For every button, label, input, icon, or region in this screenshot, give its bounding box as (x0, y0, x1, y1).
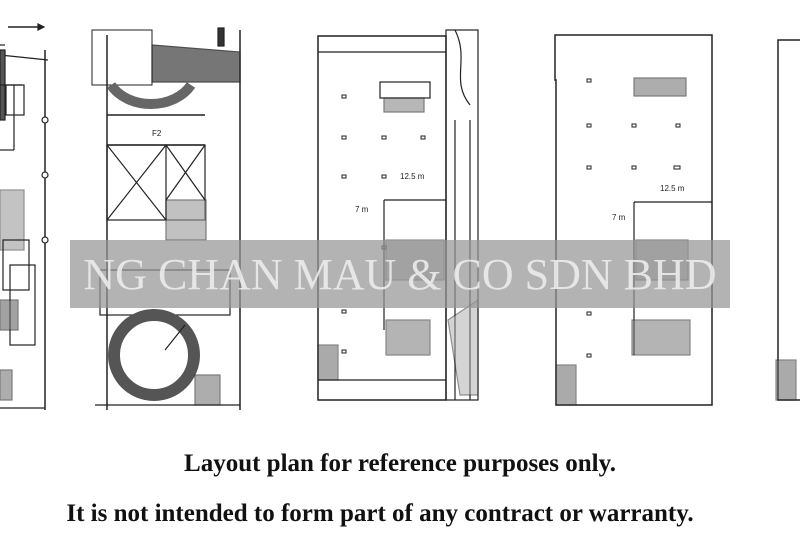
floor-plan-3 (317, 29, 479, 401)
floor-plan-4 (554, 34, 713, 406)
svg-text:F2: F2 (152, 129, 162, 138)
svg-text:7 m: 7 m (612, 213, 626, 222)
svg-text:12.5 m: 12.5 m (400, 172, 425, 181)
watermark-text: NG CHAN MAU & CO SDN BHD (83, 249, 717, 299)
svg-text:12.5 m: 12.5 m (660, 184, 685, 193)
watermark-banner: NG CHAN MAU & CO SDN BHD (70, 240, 730, 308)
floor-plans: F2 12.5 m 7 m (0, 23, 800, 410)
disclaimer-line-2: It is not intended to form part of any c… (66, 500, 694, 527)
floor-plan-2 (91, 27, 241, 410)
svg-text:7 m: 7 m (355, 205, 369, 214)
floor-plan-1 (0, 23, 49, 410)
disclaimer-line-1: Layout plan for reference purposes only. (184, 450, 616, 477)
floor-plan-5 (775, 39, 800, 401)
